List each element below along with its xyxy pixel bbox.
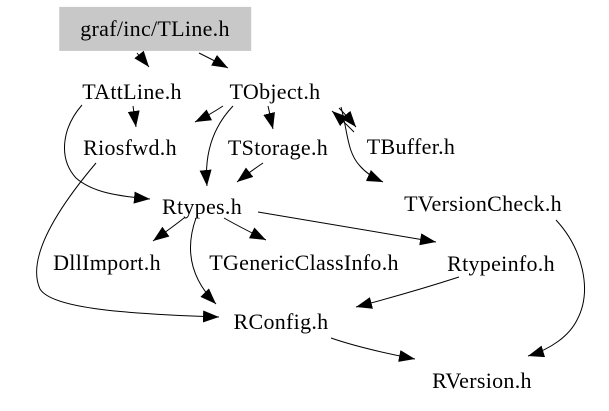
edge-tbuffer-to-tobject bbox=[331, 110, 355, 133]
node-label-tstorage: TStorage.h bbox=[227, 134, 329, 160]
edge-rconfig-to-rversion bbox=[330, 337, 416, 362]
node-label-tline: graf/inc/TLine.h bbox=[80, 15, 230, 41]
node-label-tversioncheck: TVersionCheck.h bbox=[404, 190, 562, 216]
node-label-rtypeinfo: Rtypeinfo.h bbox=[447, 250, 555, 276]
node-tgenericclassinfo[interactable]: TGenericClassInfo.h bbox=[209, 249, 399, 275]
edge-tobject-to-rtypes bbox=[199, 105, 234, 187]
edge-rtypeinfo-to-rconfig bbox=[355, 276, 460, 309]
edge-tversioncheck-to-rversion bbox=[527, 219, 585, 358]
node-dllimport[interactable]: DllImport.h bbox=[53, 249, 161, 275]
node-tattline[interactable]: TAttLine.h bbox=[82, 78, 182, 104]
node-label-tattline: TAttLine.h bbox=[82, 78, 182, 104]
node-label-rversion: RVersion.h bbox=[432, 367, 532, 393]
node-rversion[interactable]: RVersion.h bbox=[432, 367, 532, 393]
node-riosfwd[interactable]: Riosfwd.h bbox=[83, 134, 177, 160]
edge-tline-to-tattline bbox=[134, 50, 150, 68]
node-tbuffer[interactable]: TBuffer.h bbox=[366, 133, 456, 159]
node-tstorage[interactable]: TStorage.h bbox=[227, 134, 329, 160]
node-tline[interactable]: graf/inc/TLine.h bbox=[59, 6, 251, 52]
node-rtypes[interactable]: Rtypes.h bbox=[161, 193, 243, 219]
node-label-tbuffer: TBuffer.h bbox=[366, 133, 456, 159]
node-rtypeinfo[interactable]: Rtypeinfo.h bbox=[447, 250, 555, 276]
node-rconfig[interactable]: RConfig.h bbox=[233, 308, 329, 334]
node-tversioncheck[interactable]: TVersionCheck.h bbox=[404, 190, 562, 216]
edge-tobject-to-riosfwd bbox=[194, 105, 224, 123]
edge-rtypes-to-tgenericclassinfo bbox=[223, 217, 267, 241]
node-tobject[interactable]: TObject.h bbox=[229, 78, 321, 104]
edge-tstorage-to-rtypes bbox=[236, 162, 264, 183]
edge-tobject-to-tversioncheck bbox=[340, 106, 384, 183]
edge-rtypes-to-rtypeinfo bbox=[257, 211, 437, 246]
node-label-riosfwd: Riosfwd.h bbox=[83, 134, 177, 160]
node-label-tgenericclassinfo: TGenericClassInfo.h bbox=[209, 249, 399, 275]
edge-tattline-to-rtypes bbox=[64, 104, 151, 204]
edge-tline-to-tobject bbox=[198, 52, 229, 69]
node-label-rconfig: RConfig.h bbox=[233, 308, 329, 334]
edge-rtypes-to-dllimport bbox=[152, 217, 185, 242]
edge-riosfwd-to-rconfig bbox=[36, 162, 220, 323]
edge-rtypes-to-rconfig bbox=[190, 217, 217, 305]
edge-tobject-to-tstorage bbox=[263, 105, 275, 130]
node-label-tobject: TObject.h bbox=[229, 78, 321, 104]
node-label-dllimport: DllImport.h bbox=[53, 249, 161, 275]
node-label-rtypes: Rtypes.h bbox=[161, 193, 243, 219]
edge-tattline-to-riosfwd bbox=[127, 105, 140, 128]
